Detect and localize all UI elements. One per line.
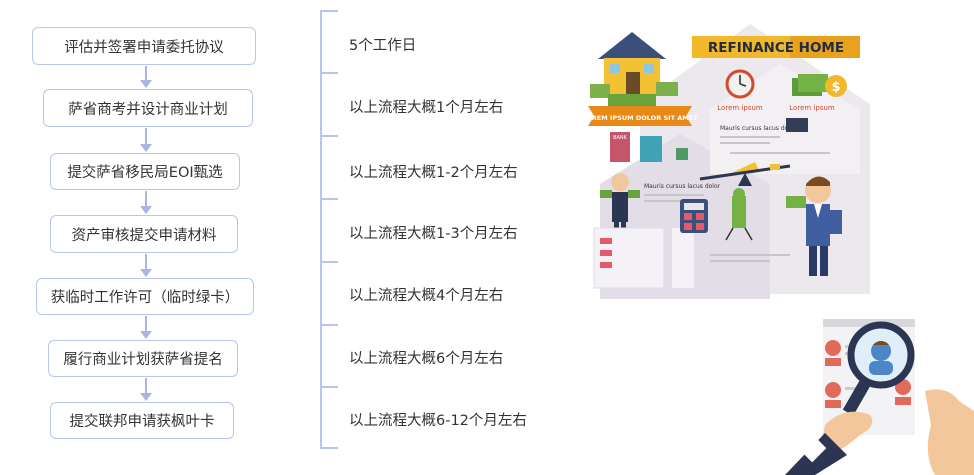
timeline-tick xyxy=(320,261,338,263)
magnifier-handle xyxy=(842,378,872,416)
timeline-tick xyxy=(320,447,338,449)
timeline-tick xyxy=(320,324,338,326)
svg-text:$: $ xyxy=(831,80,840,95)
businessman-icon xyxy=(611,173,629,191)
timeline-tick xyxy=(320,198,338,200)
profile-icon xyxy=(825,382,841,398)
chart-panel xyxy=(593,227,665,289)
hand-icon xyxy=(821,411,873,451)
timeline-line xyxy=(320,10,322,449)
flow-step-1: 评估并签署申请委托协议 xyxy=(32,27,256,65)
duration-7: 以上流程大概6-12个月左右 xyxy=(349,413,527,429)
timeline-tick xyxy=(320,10,338,12)
duration-4: 以上流程大概1-3个月左右 xyxy=(349,226,518,242)
bank-label: BANK xyxy=(613,135,628,141)
timeline-tick xyxy=(320,386,338,388)
ribbon-banner xyxy=(588,106,692,126)
caption-3: Mauris cursus lacus dolor xyxy=(720,125,797,132)
bank-icon xyxy=(610,132,630,162)
building-icon xyxy=(640,136,662,162)
caption-1: Lorem ipsum xyxy=(717,104,763,112)
flow-step-4: 资产审核提交申请材料 xyxy=(50,215,238,253)
flow-step-2: 萨省商考并设计商业计划 xyxy=(43,89,253,127)
banner-text: LOREM IPSUM DOLOR SIT AMET xyxy=(582,114,698,122)
illustration-title: REFINANCE HOME xyxy=(708,40,844,56)
dollar-icon xyxy=(825,75,847,97)
timeline-tick xyxy=(320,135,338,137)
profile-icon xyxy=(825,340,841,356)
timeline-tick xyxy=(320,72,338,74)
duration-2: 以上流程大概1个月左右 xyxy=(349,100,504,116)
caption-2: Lorem ipsum xyxy=(789,104,835,112)
flow-step-7: 提交联邦申请获枫叶卡 xyxy=(50,402,234,439)
duration-3: 以上流程大概1-2个月左右 xyxy=(349,165,518,181)
duration-5: 以上流程大概4个月左右 xyxy=(349,288,504,304)
timeline-bracket xyxy=(320,10,338,449)
duration-1: 5个工作日 xyxy=(349,38,417,54)
house-icon xyxy=(598,32,666,59)
flow-step-3: 提交萨省移民局EOI甄选 xyxy=(50,153,240,190)
candidate-search-illustration xyxy=(785,319,974,475)
duration-6: 以上流程大概6个月左右 xyxy=(349,351,504,367)
flow-step-5: 获临时工作许可（临时绿卡） xyxy=(36,278,254,315)
money-character-icon xyxy=(732,196,746,228)
caption-4: Mauris cursus lacus dolor xyxy=(644,183,721,190)
refinance-home-illustration: LOREM IPSUM DOLOR SIT AMET REFINANCE HOM… xyxy=(582,24,870,299)
flow-step-6: 履行商业计划获萨省提名 xyxy=(48,340,238,377)
